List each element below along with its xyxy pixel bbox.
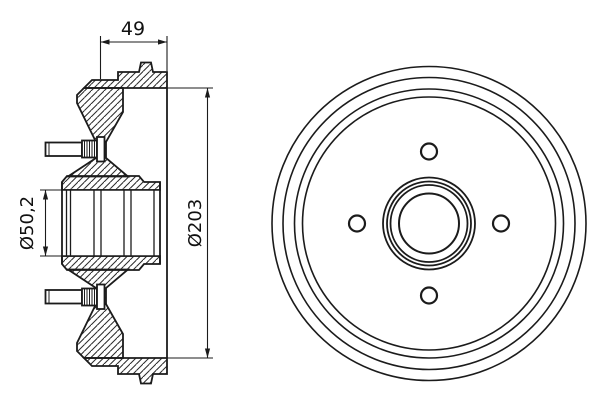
dimension-outer-diameter-label: Ø203 <box>185 199 206 248</box>
wheel-stud-top <box>44 136 106 163</box>
dimension-outer-diameter: Ø203 <box>185 88 211 358</box>
bolt-holes <box>347 142 511 305</box>
drum-outer-circles <box>271 65 587 382</box>
arrow-right <box>158 39 167 45</box>
bolt-hole-right <box>491 214 511 233</box>
hub-wall-top-section <box>61 175 161 191</box>
section-view <box>44 61 213 385</box>
wheel-stud-bottom <box>44 283 106 310</box>
bolt-hole-left <box>347 214 367 233</box>
arrow-up <box>42 190 49 200</box>
arrow-down <box>204 348 211 358</box>
front-view <box>271 65 587 382</box>
hub-bore-step-lines <box>65 190 155 256</box>
hub-bore <box>61 182 161 264</box>
dimension-bore: Ø50,2 <box>17 189 66 257</box>
arrow-up <box>204 88 211 98</box>
arrow-left <box>100 39 110 45</box>
hub-circles <box>382 176 476 271</box>
drum-web-top-section <box>76 87 124 143</box>
dimension-depth-label: 49 <box>121 18 145 40</box>
drum-rim-top-section <box>81 61 168 89</box>
hub-wall-bottom-section <box>61 255 161 271</box>
hub-bore-circle <box>398 192 460 255</box>
arrow-down <box>42 246 49 256</box>
dimension-depth: 49 <box>99 18 168 79</box>
drum-web-bottom-section <box>76 303 124 359</box>
bolt-hole-top <box>419 142 439 161</box>
bolt-hole-bottom <box>419 286 439 305</box>
drum-rim-bottom-section <box>81 357 168 385</box>
stud-knurl-lines-top <box>84 140 95 158</box>
dimension-bore-label: Ø50,2 <box>17 196 38 250</box>
stud-knurl-lines-bottom <box>84 288 95 306</box>
